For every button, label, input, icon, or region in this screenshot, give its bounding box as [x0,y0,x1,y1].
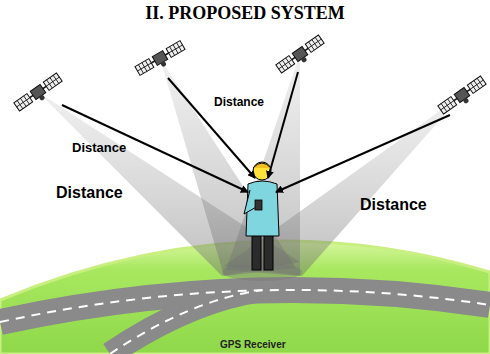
distance-label: Distance [214,96,264,110]
distance-label: Distance [360,196,427,214]
title-heading: II. PROPOSED SYSTEM [0,3,490,24]
roads [0,290,490,354]
satellite [135,41,187,80]
distance-label: Distance [56,184,123,202]
person-receiver [244,162,279,270]
distance-arrows [62,72,450,192]
satellite [14,73,65,115]
satellite [276,35,327,77]
receiver-label: GPS Receiver [220,339,286,351]
satellite [438,76,489,118]
signal-beams [38,54,462,281]
distance-label: Distance [72,141,126,156]
